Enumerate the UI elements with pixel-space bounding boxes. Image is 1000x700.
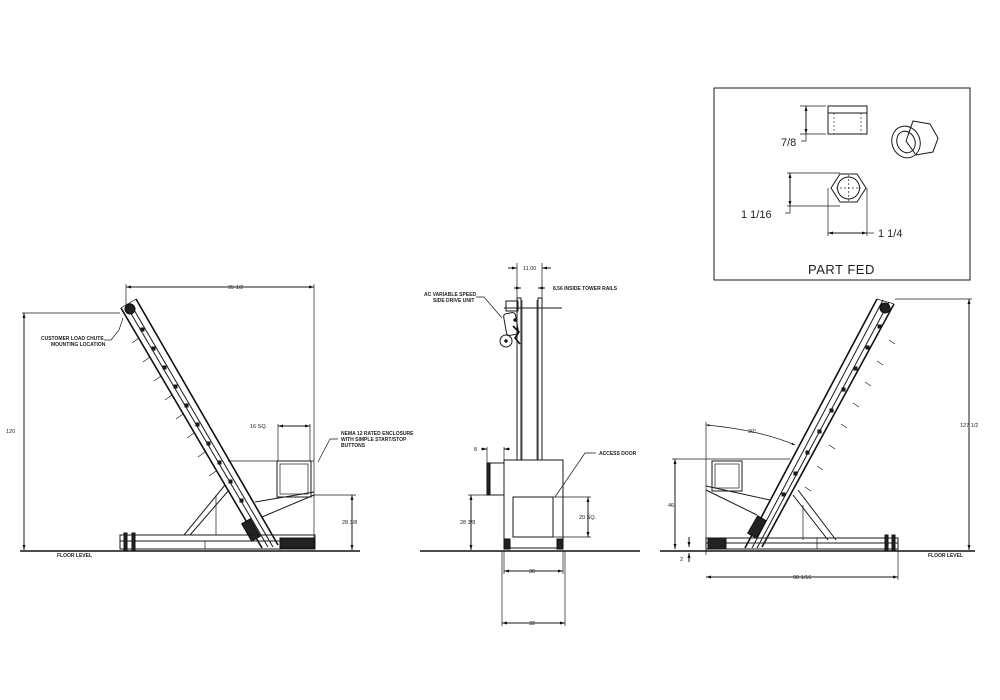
dim-overall-height-left: 120 (6, 429, 15, 435)
support-frame-left (119, 484, 316, 552)
support-frame-right (705, 489, 899, 552)
dim-enclosure-size-left: 16 SQ. (250, 424, 268, 430)
floor-level-label-right: FLOOR LEVEL (928, 553, 963, 559)
callout-access-door: ACCESS DOOR (599, 451, 637, 457)
callout-drive-unit: AC VARIABLE SPEED SIDE DRIVE UNIT (424, 292, 478, 304)
callout-inside-tower-rails: 8.56 INSIDE TOWER RAILS (553, 286, 618, 292)
dim-angle: 30° (748, 429, 756, 435)
dim-enclosure-height-center: 28 3/8 (460, 520, 475, 526)
inset-border (713, 87, 971, 281)
inclined-conveyor-right (744, 298, 896, 549)
dim-side-box-depth: 8 (474, 447, 477, 453)
dim-enclosure-height-right: 46 (668, 503, 674, 509)
part-top-view: 1 1/16 1 1/4 (741, 172, 902, 240)
inclined-conveyor-left (120, 298, 279, 549)
dim-part-across-corners: 1 1/4 (878, 228, 902, 240)
callout-load-chute: CUSTOMER LOAD CHUTE MOUNTING LOCATION (41, 336, 106, 348)
part-isometric-view (891, 120, 939, 159)
dim-overall-width-left: 95 1/2 (228, 285, 243, 291)
dim-tower-width: 11.00 (523, 266, 536, 272)
part-fed-inset: 7/8 1 1/16 1 1/4 PART FED (713, 87, 971, 281)
dim-overall-width-right: 98 1/16 (793, 575, 811, 581)
tower-rails (504, 297, 562, 461)
base-cabinet: 20 SQ. (503, 459, 597, 550)
dim-base-inner: 30 (529, 569, 535, 575)
part-side-view: 7/8 (781, 105, 868, 149)
dim-clearance: 2 (680, 557, 683, 563)
dim-door-size: 20 SQ. (579, 515, 597, 521)
callout-nema-enclosure: NEMA 12 RATED ENCLOSURE WITH SIMPLE STAR… (341, 431, 415, 449)
left-side-view: 120 95 1/2 (6, 284, 415, 559)
dim-enclosure-height-left: 28 3/8 (342, 520, 357, 526)
nema-enclosure-right: 46 (668, 458, 790, 549)
side-drive-unit (499, 312, 521, 348)
front-view: 11.00 8.56 INSIDE TOWER RAILS AC VARIABL… (420, 263, 640, 627)
dim-base-outer: 32 (529, 621, 535, 627)
dim-part-across-flats: 1 1/16 (741, 209, 772, 221)
dim-overall-height-right: 127 1/2 (960, 423, 978, 429)
floor-level-label-left: FLOOR LEVEL (57, 553, 92, 559)
right-side-view: 127 1/2 (660, 298, 978, 581)
nema-enclosure-left: 16 SQ. 28 3/8 (228, 424, 357, 550)
dim-part-height: 7/8 (781, 137, 796, 149)
part-fed-title: PART FED (808, 262, 875, 277)
side-enclosure: 8 28 3/8 (460, 447, 510, 550)
